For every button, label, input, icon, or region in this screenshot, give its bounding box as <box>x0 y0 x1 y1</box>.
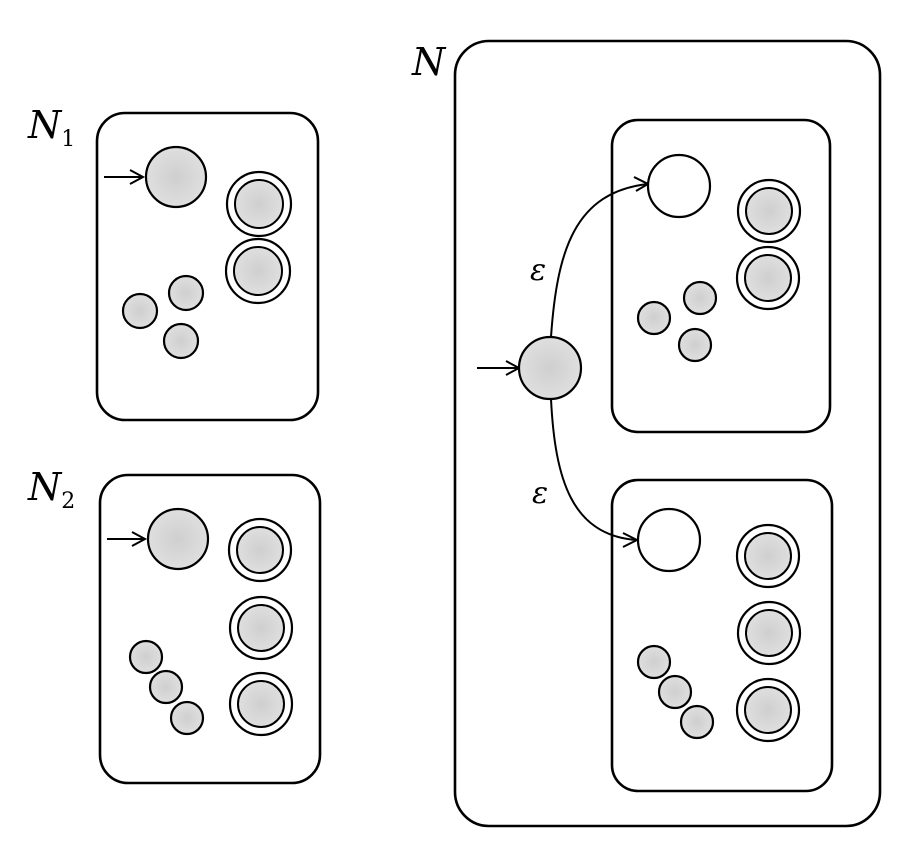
n-label: N <box>411 40 447 84</box>
epsilon-label-bottom: ε <box>532 476 548 511</box>
n-top-state-a <box>636 300 672 336</box>
n2-start-state <box>146 507 210 571</box>
n-top-state-b <box>682 280 718 316</box>
n2-state-a <box>128 639 164 675</box>
n1-label-subscript: 1 <box>61 127 75 152</box>
epsilon-transition-top <box>550 183 649 338</box>
n-top-state-c <box>677 327 713 363</box>
n-bottom-former-start-state <box>636 507 702 573</box>
n1-accept-state-1-inner <box>234 179 284 229</box>
n2-state-b <box>148 669 184 705</box>
n1-accept-state-2-inner <box>233 246 283 296</box>
epsilon-label-top: ε <box>530 253 546 288</box>
n1-start-state <box>144 145 208 209</box>
n2-label-subscript: 2 <box>61 489 75 514</box>
n1-state-b <box>167 274 205 312</box>
n-top-box <box>610 118 832 434</box>
n2-label: N2 <box>27 465 75 514</box>
n2-accept-state-2-inner <box>237 604 285 652</box>
n2-accept-state-3-inner <box>237 680 285 728</box>
n-bottom-accept-state-1-inner <box>744 532 792 580</box>
n-top-accept-state-1-inner <box>745 187 793 235</box>
n-bottom-state-a <box>636 644 672 680</box>
n-box <box>453 39 882 828</box>
n1-label: N1 <box>27 103 75 152</box>
n1-state-c <box>162 322 200 360</box>
n-bottom-state-c <box>679 704 715 740</box>
n1-state-a <box>121 292 159 330</box>
n1-start-arrowhead <box>129 169 146 185</box>
n-new-start-state <box>517 335 583 401</box>
n-bottom-box <box>610 478 834 793</box>
n-top-former-start-state <box>646 153 712 219</box>
n2-box <box>98 473 322 785</box>
n-top-accept-state-2-inner <box>744 254 792 302</box>
n2-accept-state-1-inner <box>236 526 284 574</box>
n-bottom-accept-state-2-inner <box>745 609 793 657</box>
n2-state-c <box>169 700 205 736</box>
n2-start-arrowhead <box>131 531 148 547</box>
n1-box <box>95 111 320 422</box>
epsilon-transition-bottom <box>550 398 637 541</box>
n-bottom-state-b <box>657 674 693 710</box>
n-bottom-accept-state-3-inner <box>744 686 792 734</box>
